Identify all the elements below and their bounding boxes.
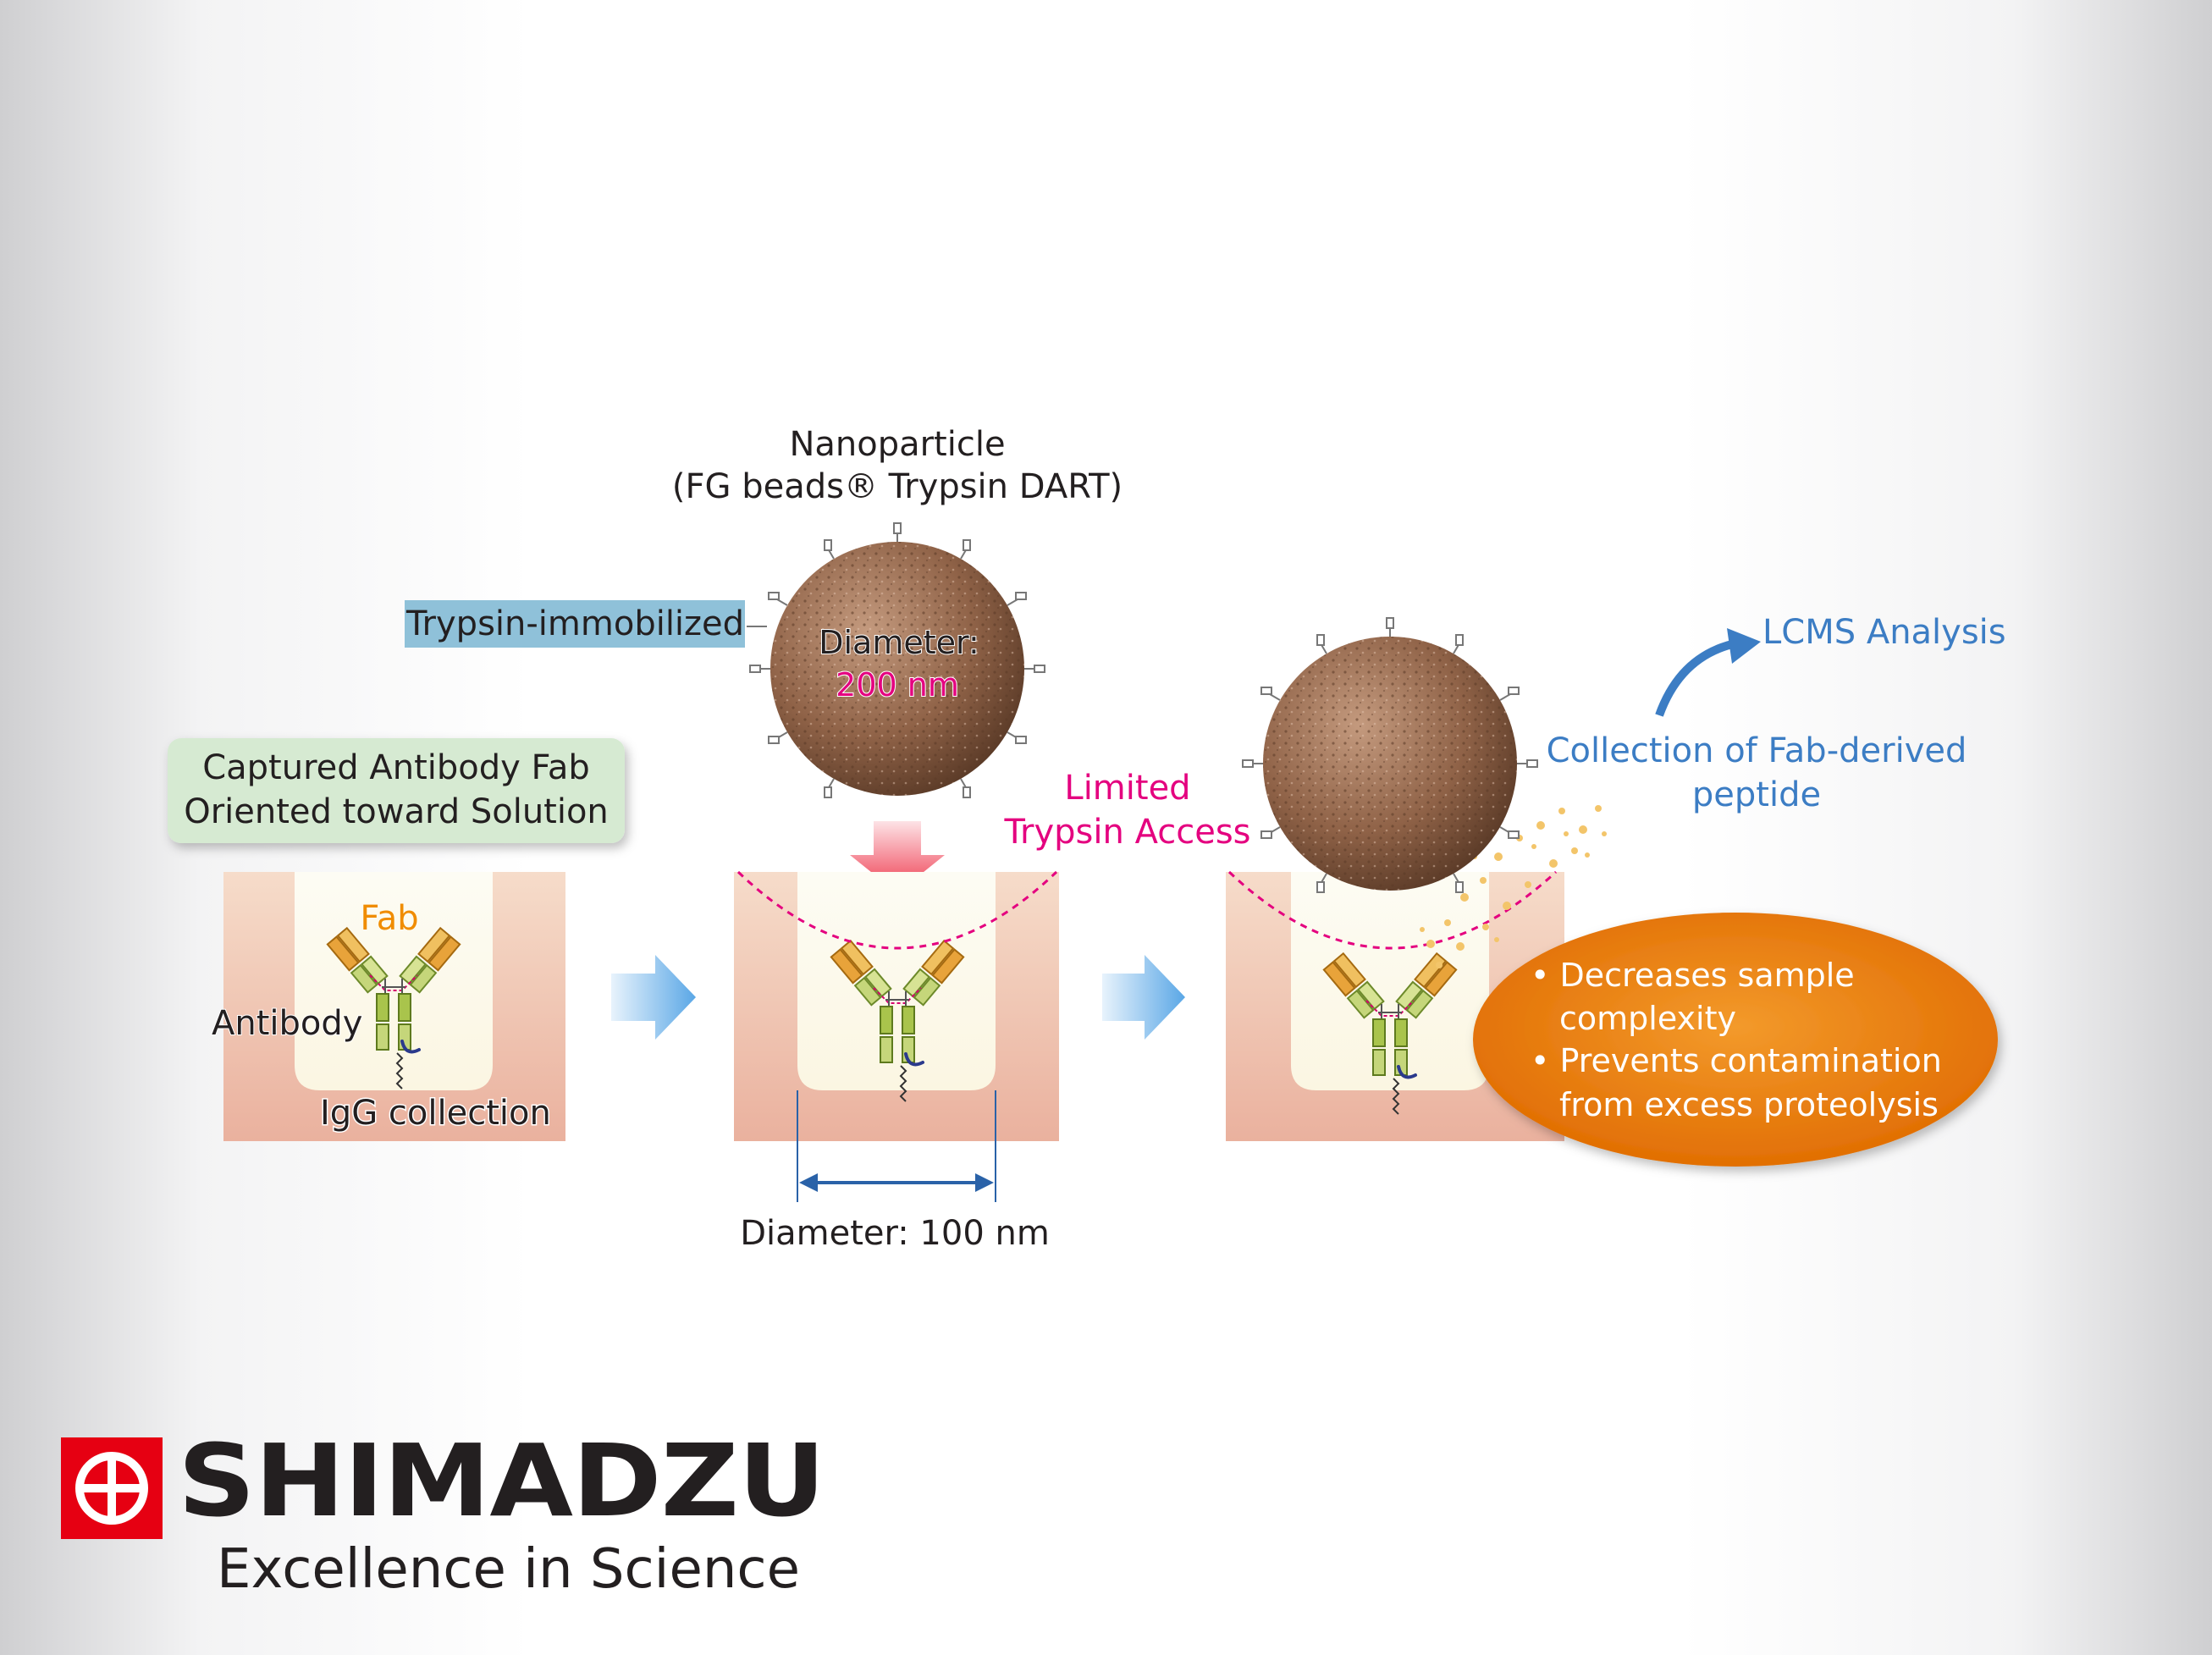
right-arrow-icon-2 [1102,955,1185,1040]
bead-diameter-value: 200 nm [836,666,959,703]
igg-label: IgG collection [320,1094,551,1133]
limited-access-line2: Trypsin Access [1003,813,1250,852]
benefit-1-line1: • Decreases sample [1531,957,1855,994]
trypsin-reach-arc-2 [1227,870,1558,950]
lcms-arrow-head [1727,628,1761,664]
brand-tagline: Excellence in Science [217,1538,800,1601]
trypsin-label-highlight [405,600,745,648]
antibody-label: Antibody [212,1004,362,1043]
fab-label: Fab [360,899,418,938]
shimadzu-logo-icon [61,1437,163,1539]
captured-line2: Oriented toward Solution [184,792,609,831]
benefit-2-line1: • Prevents contamination [1531,1042,1942,1079]
limited-access-line1: Limited [1064,769,1190,808]
captured-line1: Captured Antibody Fab [202,748,590,787]
right-arrow-icon-1 [611,955,696,1040]
pore-width-arrow-left [799,1173,818,1192]
pore-diameter-label: Diameter: 100 nm [740,1214,1050,1253]
peptide-particles [1420,805,1607,968]
lcms-arrow-icon [1655,639,1737,717]
nanoparticle-bead [749,522,1045,798]
collection-line1: Collection of Fab-derived [1547,731,1967,770]
collection-line2: peptide [1692,775,1821,814]
nanoparticle-subtitle: (FG beads® Trypsin DART) [672,467,1123,506]
trypsin-label: Trypsin-immobilized [405,604,744,643]
captured-antibody-callout [168,738,625,843]
brand-name: SHIMADZU [178,1422,825,1539]
trypsin-reach-arc-1 [736,870,1058,950]
benefits-callout [1473,913,1998,1167]
lcms-label: LCMS Analysis [1762,613,2006,652]
nanoparticle-bead-2 [1242,617,1538,893]
nanoparticle-title: Nanoparticle [789,425,1005,464]
down-arrow-icon [850,821,945,893]
benefit-2-line2: from excess proteolysis [1559,1086,1939,1123]
pore-1 [223,872,565,1141]
bead-diameter-label: Diameter: [819,624,979,661]
benefit-1-line2: complexity [1559,1000,1736,1037]
pore-2 [734,872,1059,1141]
pore-width-arrow-right [975,1173,994,1192]
